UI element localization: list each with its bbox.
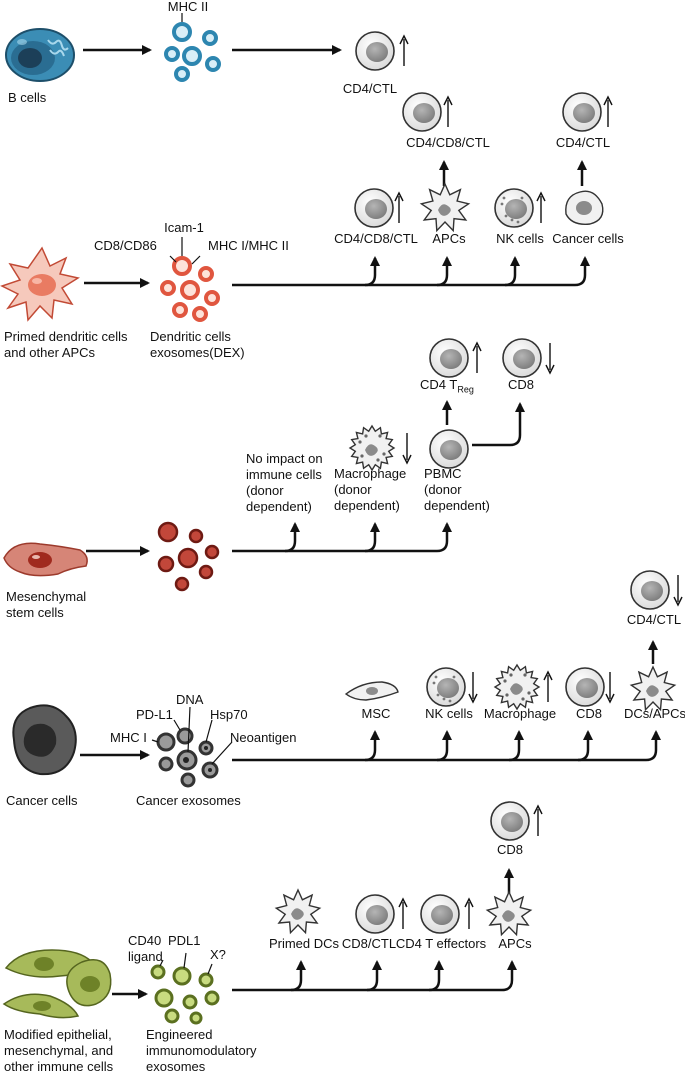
msc-cd8-label: CD8 xyxy=(507,377,535,392)
cancer-branch-5 xyxy=(578,730,661,762)
b-target-label: CD4/CTL xyxy=(342,81,398,96)
dex-secondary-1-label: CD4/CD8/CTL xyxy=(406,135,490,150)
cancer-source-label: Cancer cells xyxy=(6,793,78,808)
mhc-pointer xyxy=(191,255,201,265)
pbmc-to-cd8-arrow xyxy=(472,402,525,447)
eng-branch-2 xyxy=(291,960,382,992)
cancer-branch-2 xyxy=(365,730,452,762)
dex-label: Dendritic cells exosomes(DEX) xyxy=(150,329,245,360)
cancer-target-1-label: MSC xyxy=(361,706,391,721)
engineered-source-label: Modified epithelial, mesenchymal, and ot… xyxy=(4,1027,114,1074)
mhc2-label: MHC II xyxy=(167,0,209,14)
dex-branch-1 xyxy=(232,256,380,287)
msc-source-label: Mesenchymal stem cells xyxy=(6,589,87,620)
cancer-target-4-label: CD8 xyxy=(575,706,603,721)
dex-secondary-2-label: CD4/CTL xyxy=(555,135,611,150)
pdl1b-pointer xyxy=(183,952,187,969)
pdl1-pointer xyxy=(173,719,181,731)
b-cell-exosomes-icon xyxy=(164,22,221,82)
dna-pointer xyxy=(187,706,191,753)
treg-label: CD4 TReg xyxy=(420,377,474,398)
cancer-branch-3 xyxy=(437,730,524,762)
engineered-source-icon xyxy=(2,949,112,1019)
cancer-secondary-label: CD4/CTL xyxy=(626,612,682,627)
cd8cd86-label: CD8/CD86 xyxy=(94,238,157,253)
eng-target-1-label: Primed DCs xyxy=(268,936,340,951)
cancer-target-2-label: NK cells xyxy=(425,706,473,721)
eng-target-4-label: APCs xyxy=(498,936,532,951)
dex-branch-4 xyxy=(505,256,590,287)
pdl1-label: PD-L1 xyxy=(136,707,173,722)
dna-label: DNA xyxy=(176,692,204,707)
cancer-exosomes-icon xyxy=(156,727,219,788)
cancer-exosome-label: Cancer exosomes xyxy=(136,793,241,808)
dendritic-cell-source-icon xyxy=(0,246,80,322)
msc-target-1-label: No impact on immune cells (donor depende… xyxy=(246,451,323,514)
mhc-label: MHC I/MHC II xyxy=(208,238,289,253)
pdl1b-label: PDL1 xyxy=(168,933,201,948)
eng-target-3-label: CD4 T effectors xyxy=(395,936,487,951)
eng-branch-4 xyxy=(429,960,517,992)
cancer-target-3-label: Macrophage xyxy=(483,706,557,721)
neoantigen-label: Neoantigen xyxy=(230,730,297,745)
x-label: X? xyxy=(210,947,226,962)
engineered-exosome-label: Engineered immunomodulatory exosomes xyxy=(146,1027,257,1074)
msc-branch-2 xyxy=(285,522,380,553)
engineered-exosomes-icon xyxy=(150,964,220,1025)
eng-branch-1 xyxy=(232,960,306,992)
hsp70-pointer xyxy=(205,719,213,743)
treg-sub-text: Reg xyxy=(457,384,474,395)
msc-branch-1 xyxy=(232,522,300,553)
dex-target-2-label: APCs xyxy=(432,231,466,246)
eng-secondary-label: CD8 xyxy=(496,842,524,857)
cd8cd86-pointer xyxy=(169,255,177,263)
msc-target-2-label: Macrophage (donor dependent) xyxy=(334,466,407,513)
hsp70-label: Hsp70 xyxy=(210,707,248,722)
dex-branch-3 xyxy=(437,256,520,287)
b-cells-label: B cells xyxy=(8,90,47,105)
dendritic-source-label: Primed dendritic cells and other APCs xyxy=(4,329,128,360)
dex-exosomes-icon xyxy=(160,256,220,322)
x-pointer xyxy=(207,963,213,975)
treg-main-text: CD4 T xyxy=(420,377,458,392)
b-cell-source-icon xyxy=(5,28,75,82)
neoantigen-pointer xyxy=(211,741,233,765)
cd40-label: CD40 ligand xyxy=(128,933,163,964)
cancer-branch-4 xyxy=(509,730,593,762)
dex-branch-2 xyxy=(365,256,452,287)
cancer-target-5-label: DCs/APCs xyxy=(623,706,685,721)
mhc1-pointer xyxy=(151,739,159,743)
cd40-pointer xyxy=(159,959,164,967)
dex-target-1-label: CD4/CD8/CTL xyxy=(334,231,418,246)
msc-target-3-label: PBMC (donor dependent) xyxy=(424,466,490,513)
msc-source-icon xyxy=(3,542,88,577)
icam1-label: Icam-1 xyxy=(164,220,204,235)
dex-target-3-label: NK cells xyxy=(496,231,544,246)
msc-branch-3 xyxy=(365,522,452,553)
msc-exosomes-icon xyxy=(157,521,220,592)
dex-target-4-label: Cancer cells xyxy=(552,231,624,246)
eng-target-2-label: CD8/CTL xyxy=(341,936,397,951)
mhc1-label: MHC I xyxy=(110,730,147,745)
cancer-cell-source-icon xyxy=(12,704,77,776)
